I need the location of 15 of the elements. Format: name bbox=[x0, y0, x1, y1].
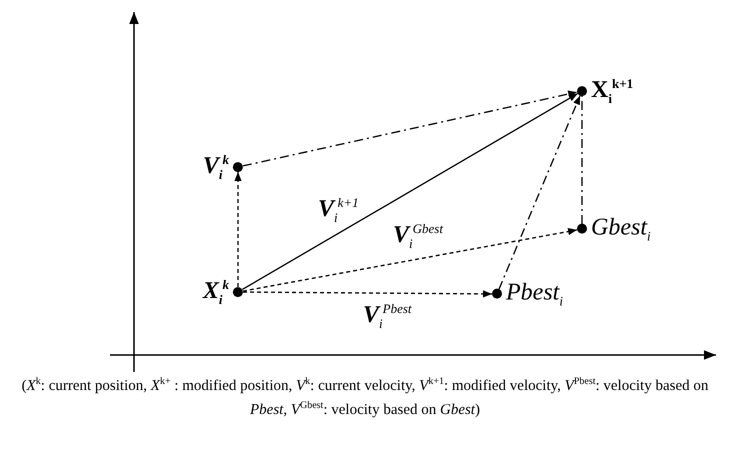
point-marker bbox=[202, 153, 243, 181]
dashed-arrow bbox=[242, 90, 578, 167]
point-marker bbox=[577, 216, 651, 242]
point-label: Gbest$_{i}$ bbox=[591, 216, 651, 242]
dashed-line bbox=[581, 96, 583, 224]
point-label: Pbest$_{i}$ bbox=[506, 280, 563, 308]
point-marker bbox=[202, 278, 243, 306]
point-marker bbox=[492, 280, 563, 308]
caption: (X$^{k}$: current position, X$^{k+}$ : modified position, V$^{k}$: current velocity, V$^{k+1}$: modified velocity, V$^{Pbest}$: velocity based on Pbest, V$^{Gbest}$: velocity based on Gbest) bbox=[20, 375, 710, 420]
point-marker bbox=[577, 77, 634, 105]
dashed-arrow bbox=[243, 290, 492, 298]
dashed-arrow bbox=[242, 228, 578, 292]
dashed-arrow bbox=[498, 95, 581, 290]
arrow bbox=[242, 92, 578, 290]
dashed-arrow bbox=[234, 172, 242, 287]
